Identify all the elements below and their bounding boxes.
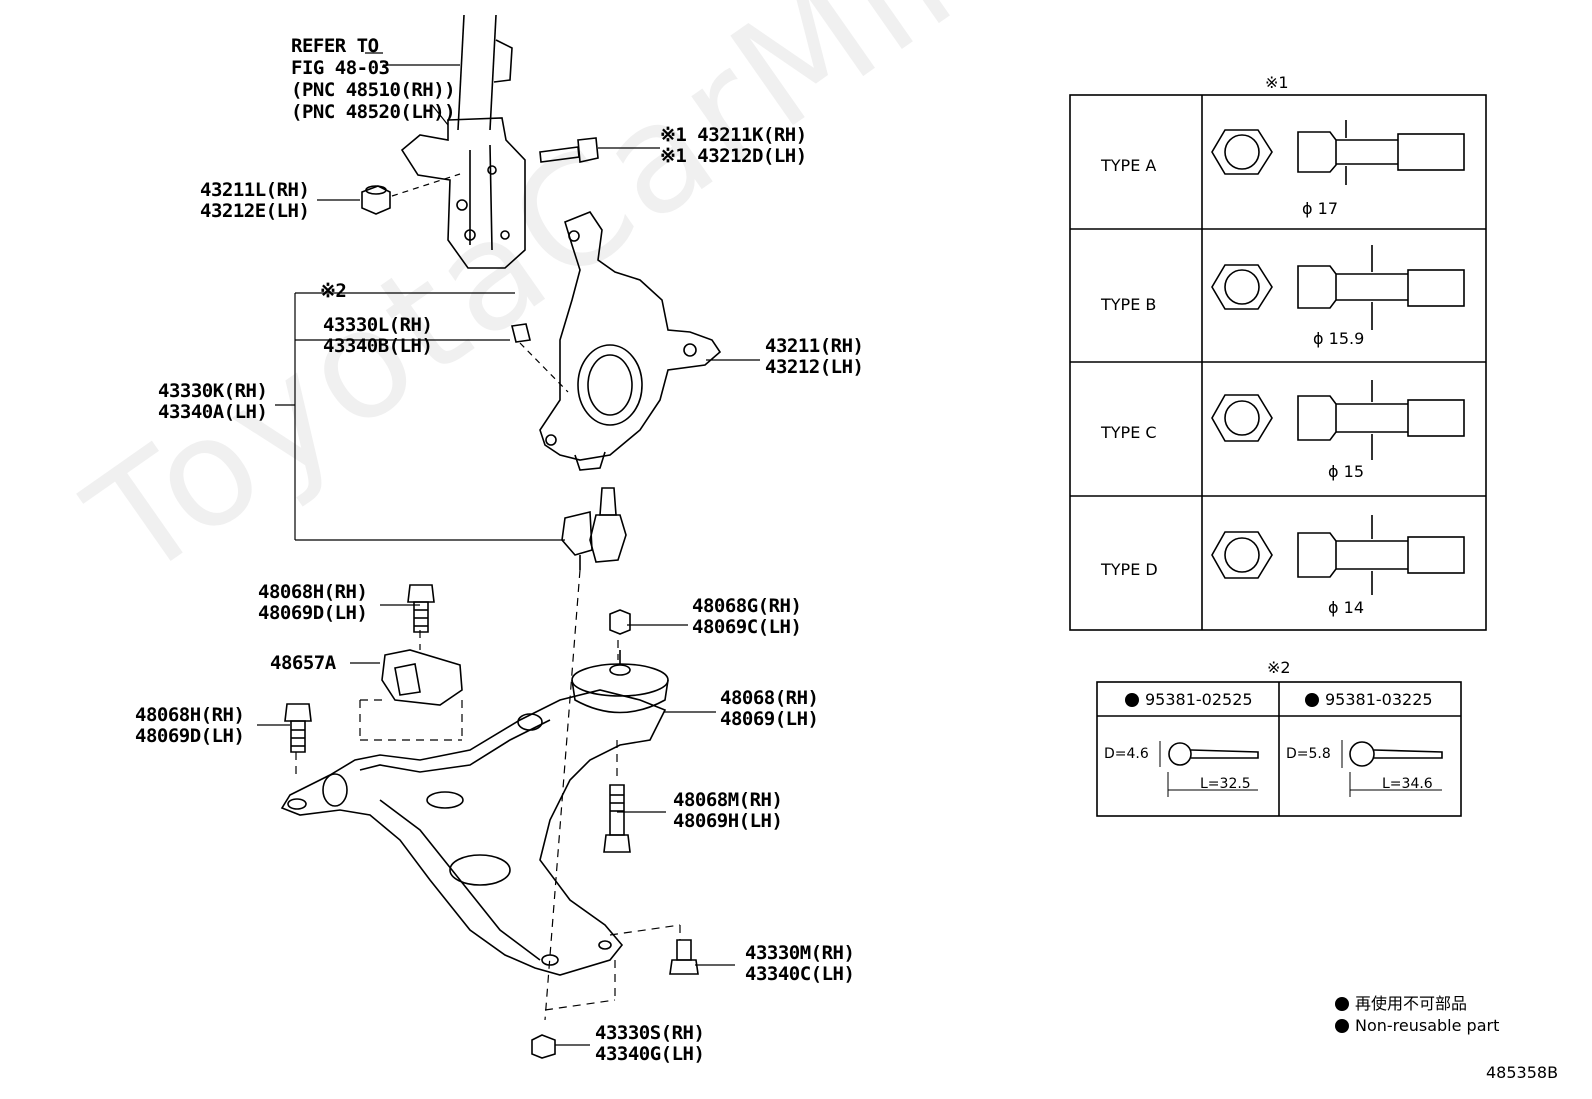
stud-type-a-drawing — [1211, 120, 1465, 185]
label-43340b: 43340B(LH) — [323, 335, 433, 357]
label-43212d: ※1 43212D(LH) — [660, 145, 807, 167]
label-43212: 43212(LH) — [765, 356, 864, 378]
stud-type-b-drawing — [1211, 245, 1465, 330]
table2-col-2-d: D=5.8 — [1286, 746, 1331, 762]
table2-col-1-d: D=4.6 — [1104, 746, 1149, 762]
nut-43211l-drawing — [317, 173, 461, 215]
label-48069d-top: 48069D(LH) — [258, 602, 368, 624]
table1-row-a-type: TYPE A — [1101, 156, 1157, 175]
refer-line-1: REFER TO — [291, 35, 379, 57]
table1-row-d-type: TYPE D — [1101, 560, 1158, 579]
label-43330s: 43330S(RH) — [595, 1022, 705, 1044]
table1-row-b-type: TYPE B — [1101, 295, 1157, 314]
lower-arm-drawing — [280, 689, 667, 976]
legend-en: Non-reusable part — [1335, 1016, 1499, 1035]
legend-jp: 再使用不可部品 — [1335, 990, 1467, 1014]
cotter-pin-1-drawing — [1159, 741, 1259, 797]
refer-line-4: (PNC 48520(LH)) — [291, 101, 456, 123]
label-48069h: 48069H(LH) — [673, 810, 783, 832]
bolt-48068h-top-drawing — [407, 584, 435, 633]
stud-type-c-drawing — [1211, 380, 1465, 460]
bolt-48068m-drawing — [603, 784, 631, 853]
label-48068g: 48068G(RH) — [692, 595, 802, 617]
table1-row-b-dia: ϕ 15.9 — [1313, 329, 1365, 348]
table2-col-1-part: 95381-02525 — [1125, 690, 1253, 709]
knuckle-drawing — [539, 211, 722, 471]
table1-row-c-type: TYPE C — [1101, 423, 1157, 442]
label-48657a: 48657A — [270, 652, 336, 674]
label-43330l: 43330L(RH) — [323, 314, 433, 336]
label-43340g: 43340G(LH) — [595, 1043, 705, 1065]
nut-43330s-drawing — [531, 1034, 556, 1059]
bolt-43330m-drawing — [669, 939, 699, 975]
table1-row-d-dia: ϕ 14 — [1328, 598, 1364, 617]
cotter-pin-2-drawing — [1341, 740, 1443, 797]
ball-joint-drawing — [561, 487, 627, 570]
table2-col-2-l: L=34.6 — [1382, 776, 1433, 792]
clip-43330l-drawing — [511, 323, 569, 393]
refer-line-3: (PNC 48510(RH)) — [291, 79, 456, 101]
label-43330m: 43330M(RH) — [745, 942, 855, 964]
nut-48068g-drawing — [609, 609, 631, 635]
label-43330k: 43330K(RH) — [158, 380, 268, 402]
label-43212e: 43212E(LH) — [200, 200, 310, 222]
non-reusable-bullet-icon — [1335, 1019, 1349, 1033]
label-43340a: 43340A(LH) — [158, 401, 268, 423]
table1-row-a-dia: ϕ 17 — [1302, 199, 1338, 218]
table2-mark: ※2 — [1267, 658, 1291, 677]
bushing-48068-drawing — [571, 650, 669, 714]
label-48068: 48068(RH) — [720, 687, 819, 709]
label-48068h-bottom: 48068H(RH) — [135, 704, 245, 726]
stud-type-d-drawing — [1211, 515, 1465, 595]
refer-line-2: FIG 48-03 — [291, 57, 390, 79]
table1-row-c-dia: ϕ 15 — [1328, 462, 1364, 481]
non-reusable-bullet-icon — [1335, 997, 1349, 1011]
label-48068h-top: 48068H(RH) — [258, 581, 368, 603]
bracket-48657a-drawing — [381, 649, 463, 706]
label-48069: 48069(LH) — [720, 708, 819, 730]
strut-drawing — [400, 14, 526, 269]
note2-marker: ※2 — [320, 280, 347, 302]
leader-lines — [257, 292, 760, 1046]
table1-mark: ※1 — [1265, 73, 1289, 92]
label-48068m: 48068M(RH) — [673, 789, 783, 811]
label-48069c: 48069C(LH) — [692, 616, 802, 638]
label-43340c: 43340C(LH) — [745, 963, 855, 985]
bolt-48068h-bottom-drawing — [284, 703, 312, 753]
table2-col-1-l: L=32.5 — [1200, 776, 1251, 792]
label-48069d-bottom: 48069D(LH) — [135, 725, 245, 747]
label-43211l: 43211L(RH) — [200, 179, 310, 201]
bolt-43211k-drawing — [539, 137, 660, 163]
label-43211: 43211(RH) — [765, 335, 864, 357]
figure-id: 485358B — [1486, 1063, 1559, 1082]
table2-col-2-part: 95381-03225 — [1305, 690, 1433, 709]
label-43211k: ※1 43211K(RH) — [660, 124, 807, 146]
